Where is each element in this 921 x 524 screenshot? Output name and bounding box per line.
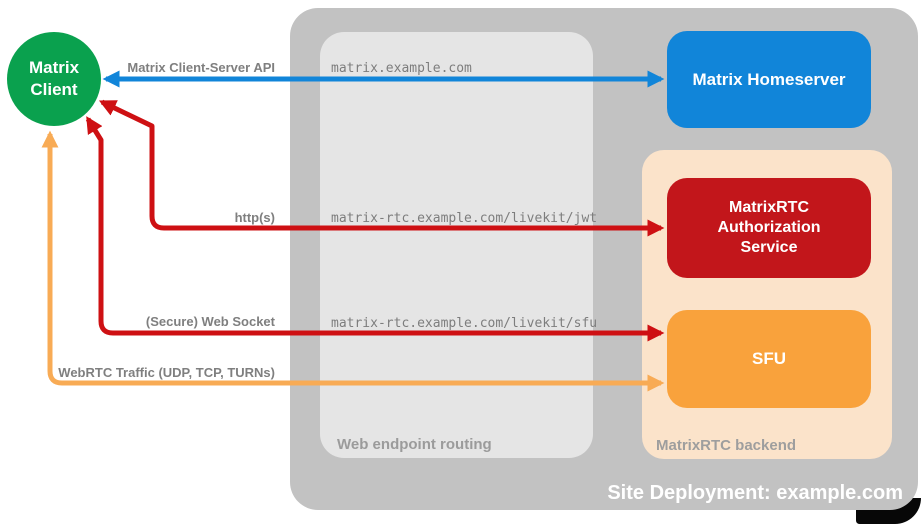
matrixrtc-authorization-service-node: MatrixRTC Authorization Service (667, 178, 871, 278)
label-https: http(s) (234, 210, 275, 225)
matrixrtc-backend-title: MatrixRTC backend (656, 437, 797, 454)
label-matrix-client-server-api: Matrix Client-Server API (127, 60, 275, 75)
web-endpoint-routing-title: Web endpoint routing (337, 436, 492, 453)
matrix-client-node: Matrix Client (7, 32, 101, 126)
endpoint-livekit-sfu: matrix-rtc.example.com/livekit/sfu (331, 316, 598, 331)
web-endpoint-routing-box (320, 32, 593, 458)
site-deployment-title: Site Deployment: example.com (607, 482, 903, 504)
endpoint-livekit-jwt: matrix-rtc.example.com/livekit/jwt (331, 211, 598, 226)
sfu-node: SFU (667, 310, 871, 408)
label-secure-web-socket: (Secure) Web Socket (145, 314, 275, 329)
matrix-homeserver-node: Matrix Homeserver (667, 31, 871, 128)
label-webrtc-traffic: WebRTC Traffic (UDP, TCP, TURNs) (58, 365, 275, 380)
endpoint-matrix-example-com: matrix.example.com (331, 61, 472, 76)
